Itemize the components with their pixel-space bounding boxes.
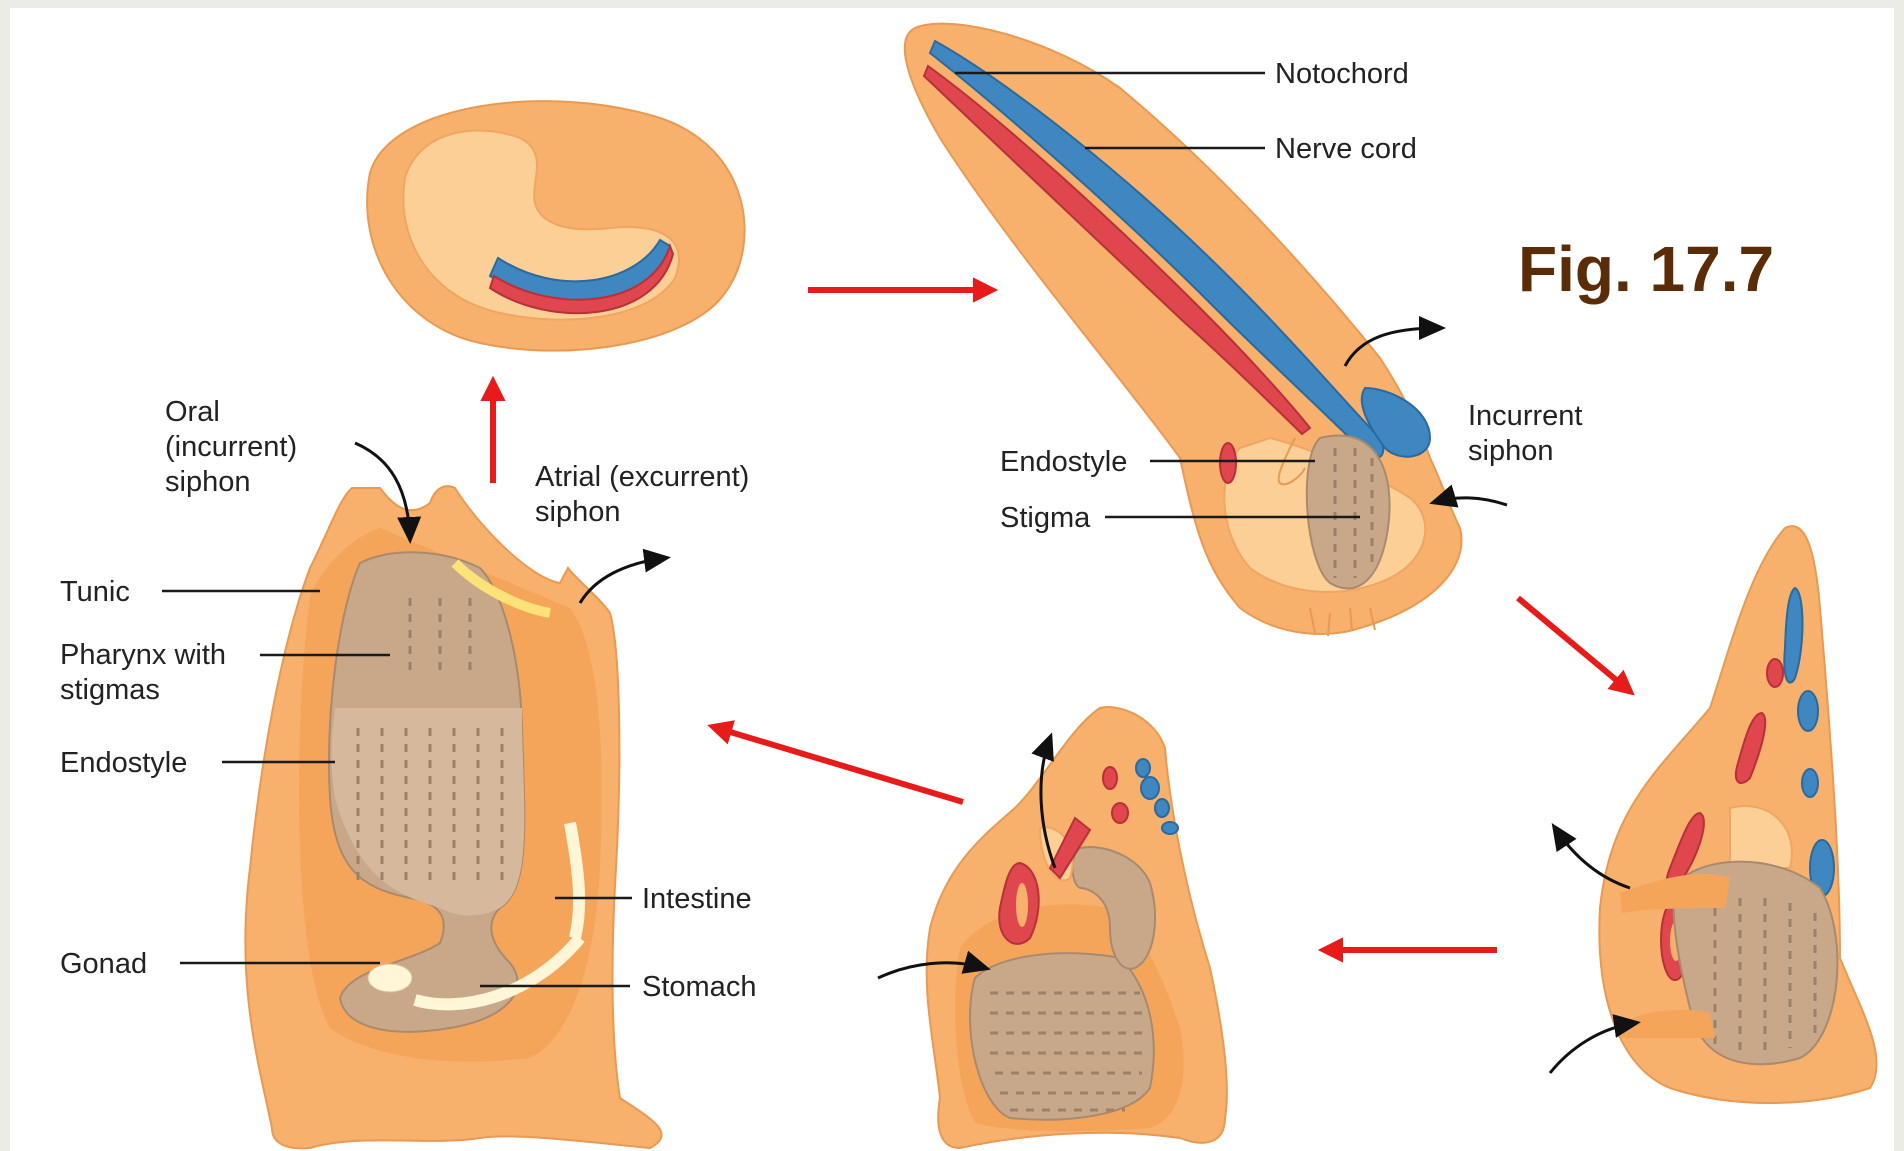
settling-larva-drawing: [1550, 526, 1877, 1103]
incurrent-siphon-label: Incurrent siphon: [1468, 400, 1591, 467]
adult-ascidian-drawing: [245, 443, 665, 1148]
tadpole-larva-drawing: [905, 24, 1507, 636]
intestine-label: Intestine: [642, 883, 752, 915]
cycle-arrow-larva-to-settling: [1518, 598, 1627, 689]
stigma-label: Stigma: [1000, 502, 1091, 534]
oral-siphon-label: Oral (incurrent) siphon: [165, 396, 305, 498]
endostyle-larva-label: Endostyle: [1000, 446, 1127, 478]
pharynx-label: Pharynx with stigmas: [60, 639, 234, 706]
cycle-arrow-juvenile-to-adult: [717, 728, 963, 802]
gonad-label: Gonad: [60, 948, 147, 980]
figure-frame: Oral (incurrent) siphon Atrial (excurren…: [10, 8, 1894, 1151]
atrial-siphon-label: Atrial (excurrent) siphon: [535, 461, 757, 528]
nerve-cord-label: Nerve cord: [1275, 133, 1417, 165]
notochord-label: Notochord: [1275, 58, 1409, 90]
endostyle-adult-label: Endostyle: [60, 747, 187, 779]
ascidian-life-cycle-diagram: Oral (incurrent) siphon Atrial (excurren…: [10, 8, 1894, 1151]
metamorphosing-juvenile-drawing: [878, 707, 1227, 1148]
figure-number-label: Fig. 17.7: [1518, 233, 1774, 305]
embryo-drawing: [367, 101, 744, 351]
stomach-label: Stomach: [642, 971, 756, 1003]
tunic-label: Tunic: [60, 576, 130, 608]
